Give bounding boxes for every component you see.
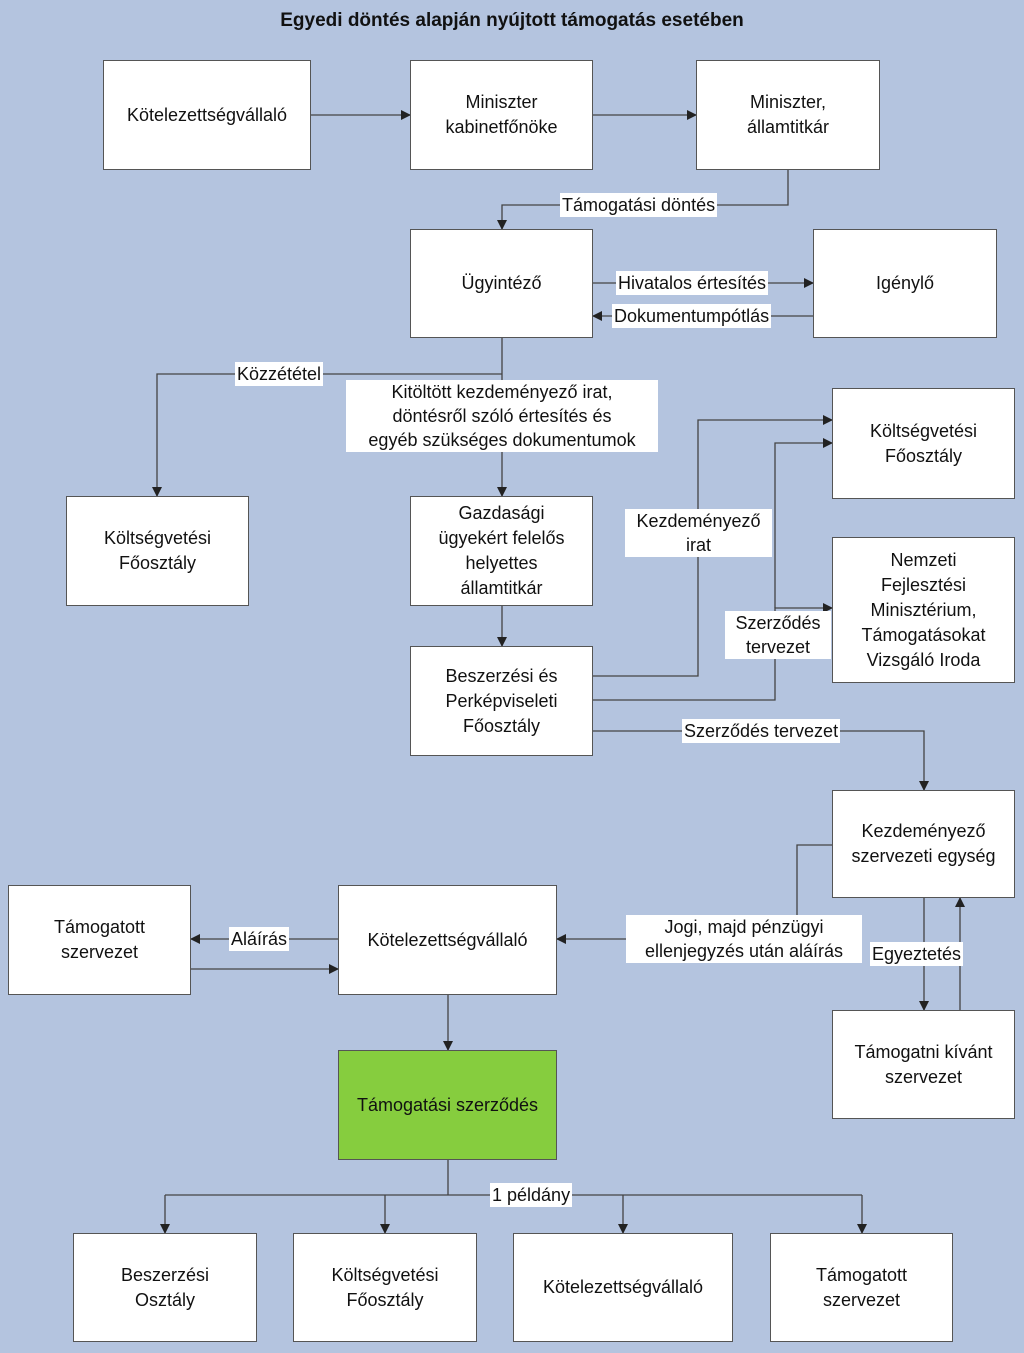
box-koltsegvetesi-foosztaly-bottom: Költségvetési Főosztály: [293, 1233, 477, 1342]
box-kotelezettsegvallalo-top: Kötelezettségvállaló: [103, 60, 311, 170]
box-tamogatott-szervezet-bottom: Támogatott szervezet: [770, 1233, 953, 1342]
box-ugyintezo: Ügyintéző: [410, 229, 593, 338]
label-dokumentumpotlas: Dokumentumpótlás: [612, 304, 772, 328]
box-tamogatni-kivant-szervezet: Támogatni kívánt szervezet: [832, 1010, 1015, 1119]
box-beszerzesi-osztaly: Beszerzési Osztály: [73, 1233, 257, 1342]
box-kotelezettsegvallalo-mid: Kötelezettségvállaló: [338, 885, 557, 995]
label-szerzodes-tervezet-horizontal: Szerződés tervezet: [682, 719, 841, 743]
label-1-peldany: 1 példány: [490, 1183, 573, 1207]
label-szerzodes-tervezet-vertical: Szerződés tervezet: [725, 611, 831, 659]
label-kozzetetel: Közzététel: [235, 362, 324, 386]
label-egyeztetes: Egyeztetés: [870, 942, 964, 966]
label-tamogatasi-dontes: Támogatási döntés: [560, 193, 718, 217]
box-gazdasagi-helyettes-allamtitkar: Gazdasági ügyekért felelős helyettes áll…: [410, 496, 593, 606]
box-igenylo: Igénylő: [813, 229, 997, 338]
box-nemzeti-fejlesztesi-miniszterium: Nemzeti Fejlesztési Minisztérium, Támoga…: [832, 537, 1015, 683]
arrow-to-koltseg-right: [774, 438, 833, 608]
box-tamogatasi-szerzodes: Támogatási szerződés: [338, 1050, 557, 1160]
label-jogi-ellenjegyzes: Jogi, majd pénzügyi ellenjegyzés után al…: [626, 915, 862, 963]
label-hivatalos-ertesites: Hivatalos értesítés: [616, 271, 769, 295]
box-kezdemenyezo-szervezeti-egyseg: Kezdeményező szervezeti egység: [832, 790, 1015, 898]
label-kitoltott-kezdemenyezo-irat: Kitöltött kezdeményező irat, döntésről s…: [346, 380, 658, 452]
label-alairas: Aláírás: [229, 927, 290, 951]
label-kezdemenyezo-irat: Kezdeményező irat: [625, 509, 772, 557]
box-beszerzesi-perkepviseleti-foosztaly: Beszerzési és Perképviseleti Főosztály: [410, 646, 593, 756]
box-kotelezettsegvallalo-bottom: Kötelezettségvállaló: [513, 1233, 733, 1342]
arrow-kozzetetel: [152, 373, 502, 497]
box-miniszter-allamtitkar: Miniszter, államtitkár: [696, 60, 880, 170]
box-koltsegvetesi-foosztaly-left: Költségvetési Főosztály: [66, 496, 249, 606]
box-koltsegvetesi-foosztaly-right: Költségvetési Főosztály: [832, 388, 1015, 499]
diagram-title: Egyedi döntés alapján nyújtott támogatás…: [280, 10, 744, 31]
box-tamogatott-szervezet-mid: Támogatott szervezet: [8, 885, 191, 995]
box-miniszter-kabinetfonoke: Miniszter kabinetfőnöke: [410, 60, 593, 170]
